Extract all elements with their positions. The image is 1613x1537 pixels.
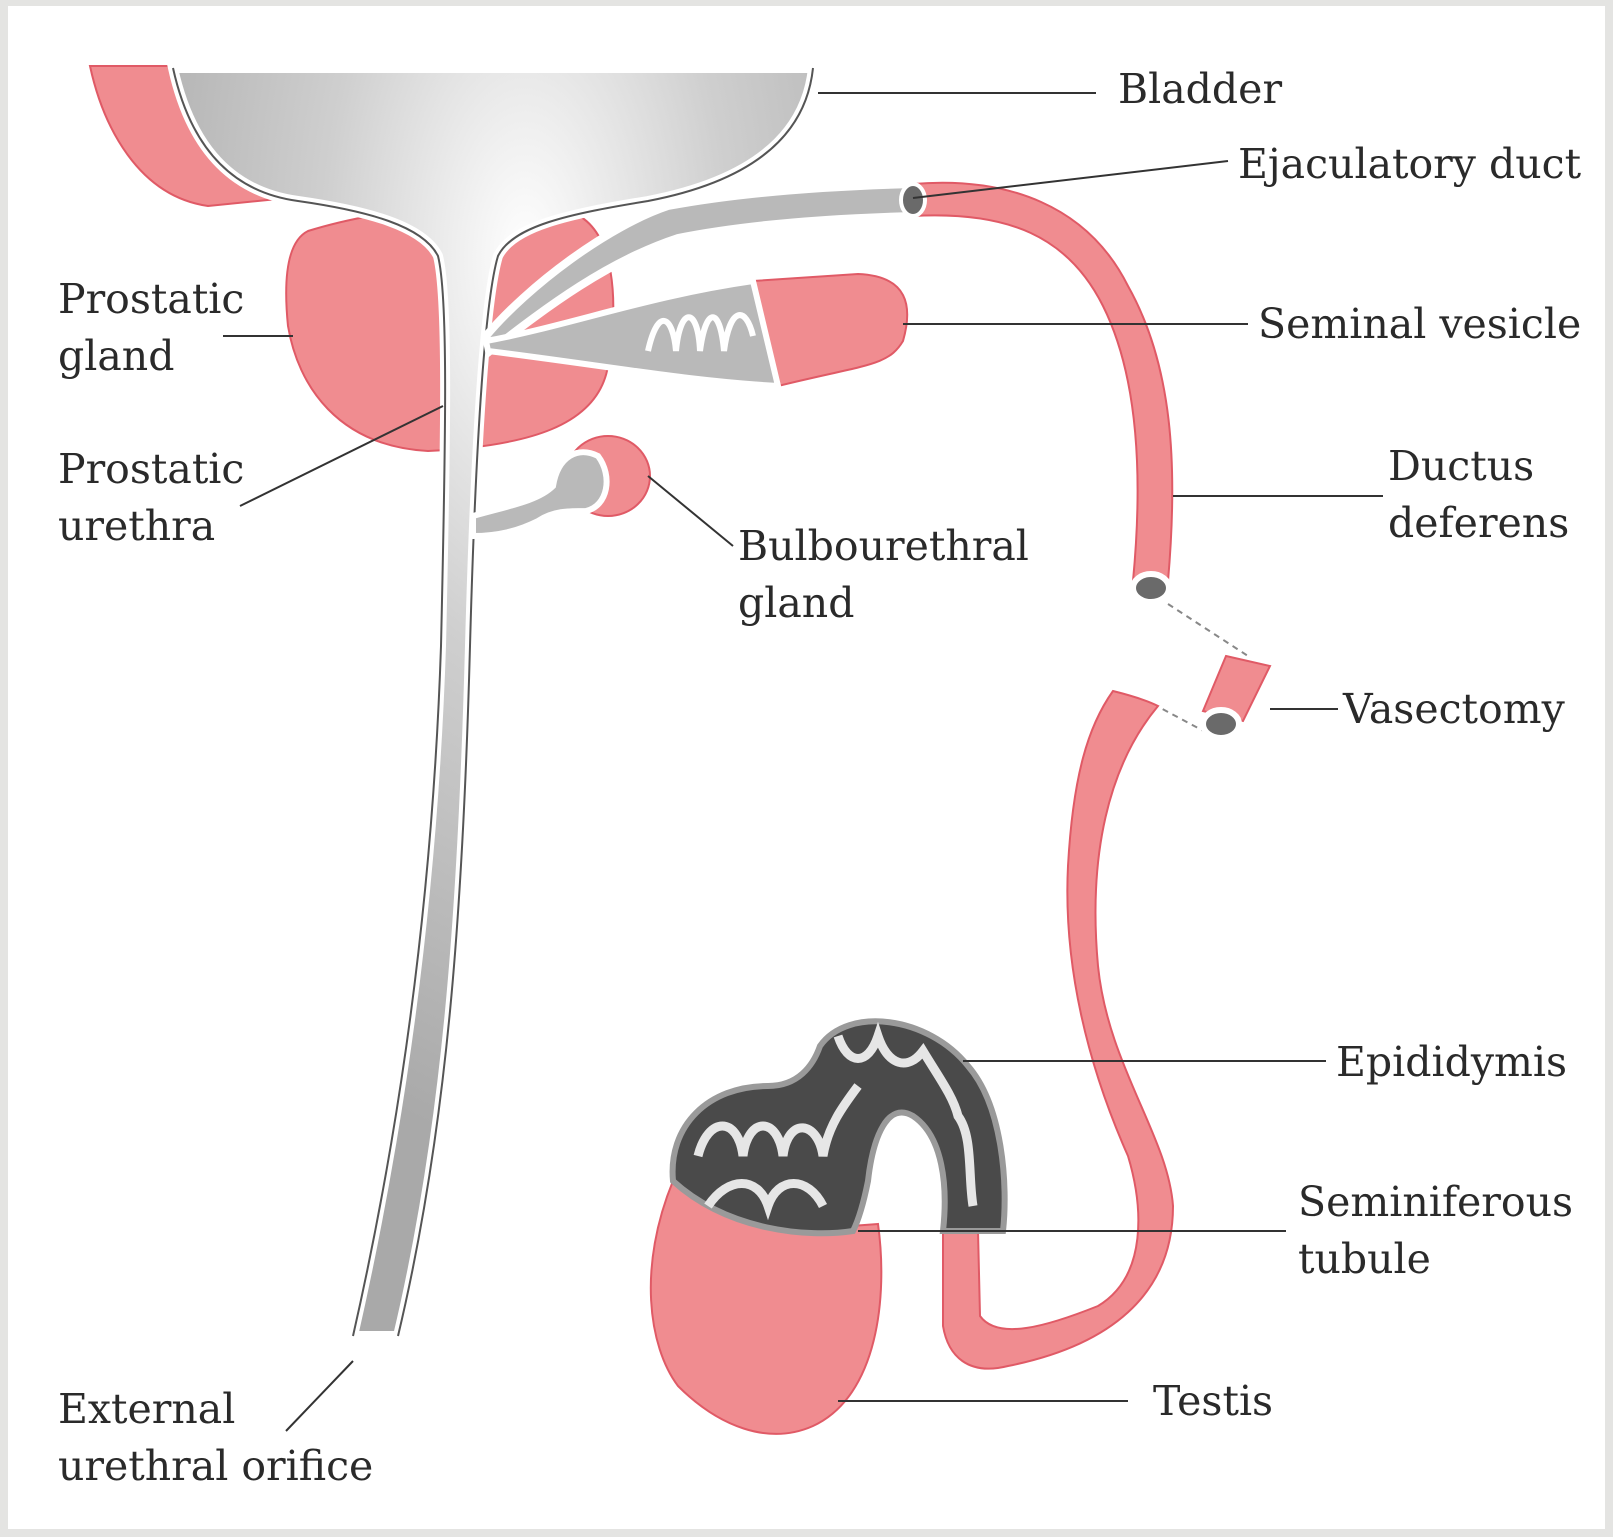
vasectomy-segment-end	[1203, 710, 1239, 738]
ductus-deferens-cut-end	[1133, 574, 1169, 602]
diagram-frame: Bladder Ejaculatory duct Seminal vesicle…	[8, 6, 1605, 1529]
label-prostatic-gland: Prostatic gland	[58, 271, 244, 385]
label-prostatic-urethra: Prostatic urethra	[58, 441, 244, 555]
ductus-deferens-lower	[943, 691, 1173, 1369]
label-seminiferous-tubule: Seminiferous tubule	[1298, 1174, 1573, 1288]
label-external-urethral-orifice: External urethral orifice	[58, 1381, 373, 1495]
label-bladder: Bladder	[1118, 61, 1282, 118]
bulbourethral-duct	[473, 452, 607, 536]
leader-bulbourethral-gland	[648, 476, 733, 546]
label-seminal-vesicle: Seminal vesicle	[1258, 296, 1581, 353]
ejaculatory-duct-opening	[901, 184, 925, 216]
leader-ejaculatory-duct	[913, 161, 1228, 198]
label-testis: Testis	[1153, 1373, 1273, 1430]
reproductive-tract-diagram	[8, 6, 1605, 1529]
label-ejaculatory-duct: Ejaculatory duct	[1238, 136, 1581, 193]
label-ductus-deferens: Ductus deferens	[1388, 438, 1569, 552]
label-vasectomy: Vasectomy	[1343, 681, 1565, 738]
label-epididymis: Epididymis	[1336, 1034, 1567, 1091]
label-bulbourethral-gland: Bulbourethral gland	[738, 518, 1029, 632]
